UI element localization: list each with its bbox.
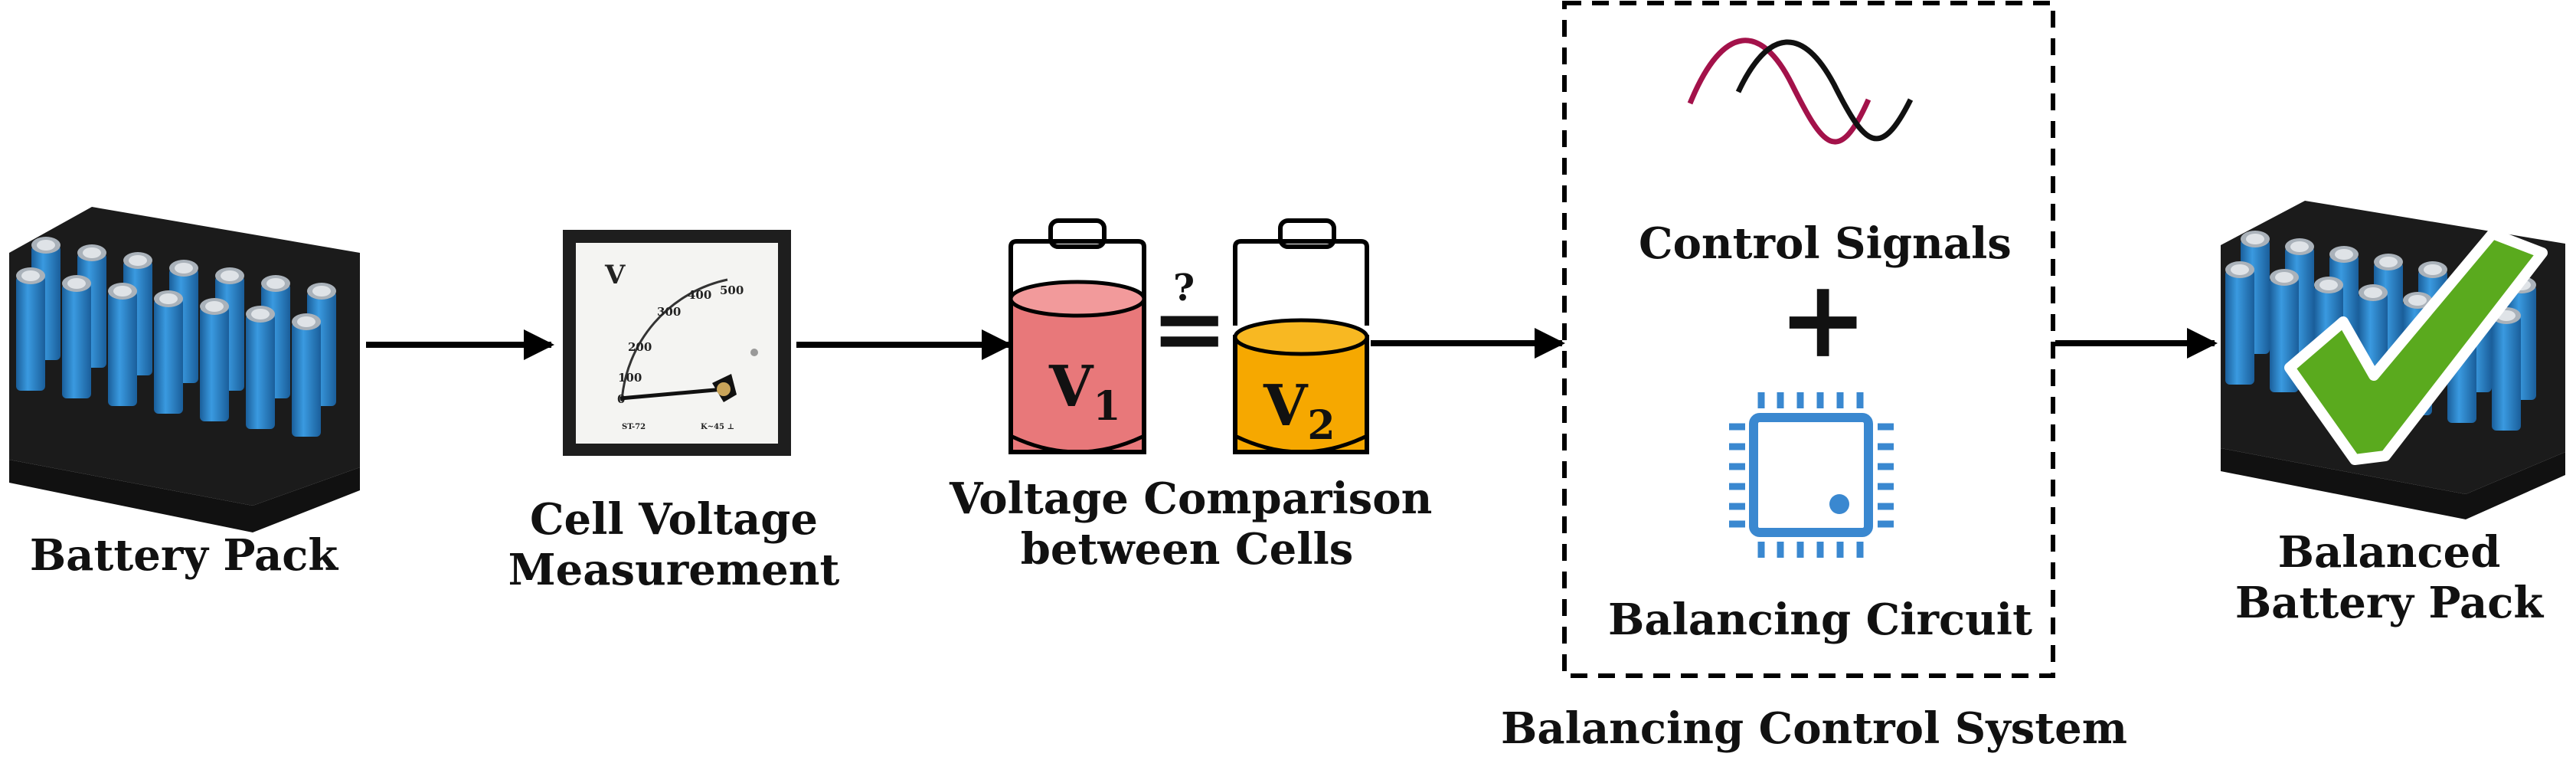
label-battery-pack: Battery Pack — [29, 530, 338, 581]
label-balanced-line2: Battery Pack — [2234, 578, 2544, 628]
label-voltage-comparison: Voltage Comparison between Cells — [950, 473, 1433, 575]
meter-tick-400: 400 — [688, 288, 711, 302]
cell-v1: V1 — [1008, 218, 1146, 454]
equals-sign: = — [1151, 274, 1228, 382]
v2-subscript: 2 — [1307, 402, 1335, 449]
plus-sign: + — [1778, 257, 1868, 382]
label-control-signals: Control Signals — [1639, 218, 2012, 269]
cell-v2: V2 — [1233, 218, 1369, 454]
v1-subscript: 1 — [1093, 383, 1120, 430]
v1-letter: V — [1048, 354, 1094, 420]
label-comparison-line2: between Cells — [1020, 524, 1354, 575]
label-balancing-circuit: Balancing Circuit — [1608, 595, 2032, 645]
meter-unit: V — [604, 260, 626, 290]
meter-tick-500: 500 — [720, 283, 744, 297]
label-balanced-line1: Balanced — [2277, 527, 2501, 578]
balancing-control-system-box — [1562, 1, 2055, 678]
label-measurement-line1: Cell Voltage — [529, 494, 819, 545]
label-comparison-line1: Voltage Comparison — [950, 473, 1433, 524]
label-balanced-battery-pack: Balanced Battery Pack — [2221, 527, 2558, 628]
control-signals-icon — [1687, 38, 1914, 145]
balancing-circuit-chip-icon — [1729, 392, 1894, 558]
svg-text:V1: V1 — [1048, 354, 1121, 430]
svg-text:V2: V2 — [1263, 373, 1335, 449]
question-mark: ? — [1173, 267, 1195, 310]
meter-tick-100: 100 — [618, 371, 642, 385]
battery-pack-image — [9, 207, 360, 532]
v2-letter: V — [1263, 373, 1309, 439]
meter-footer-left: ST-72 — [622, 423, 646, 431]
label-balancing-control-system: Balancing Control System — [1501, 703, 2128, 754]
label-cell-voltage-measurement: Cell Voltage Measurement — [498, 494, 850, 595]
voltmeter-image: V 0 100 200 300 400 500 ST-72 K~45 ⊥ — [563, 230, 791, 456]
meter-needle — [619, 387, 724, 401]
meter-tick-300: 300 — [657, 305, 681, 319]
meter-tick-200: 200 — [628, 340, 652, 354]
checkmark-icon — [2284, 228, 2548, 465]
label-measurement-line2: Measurement — [508, 545, 840, 595]
meter-footer-right: K~45 ⊥ — [701, 423, 734, 431]
